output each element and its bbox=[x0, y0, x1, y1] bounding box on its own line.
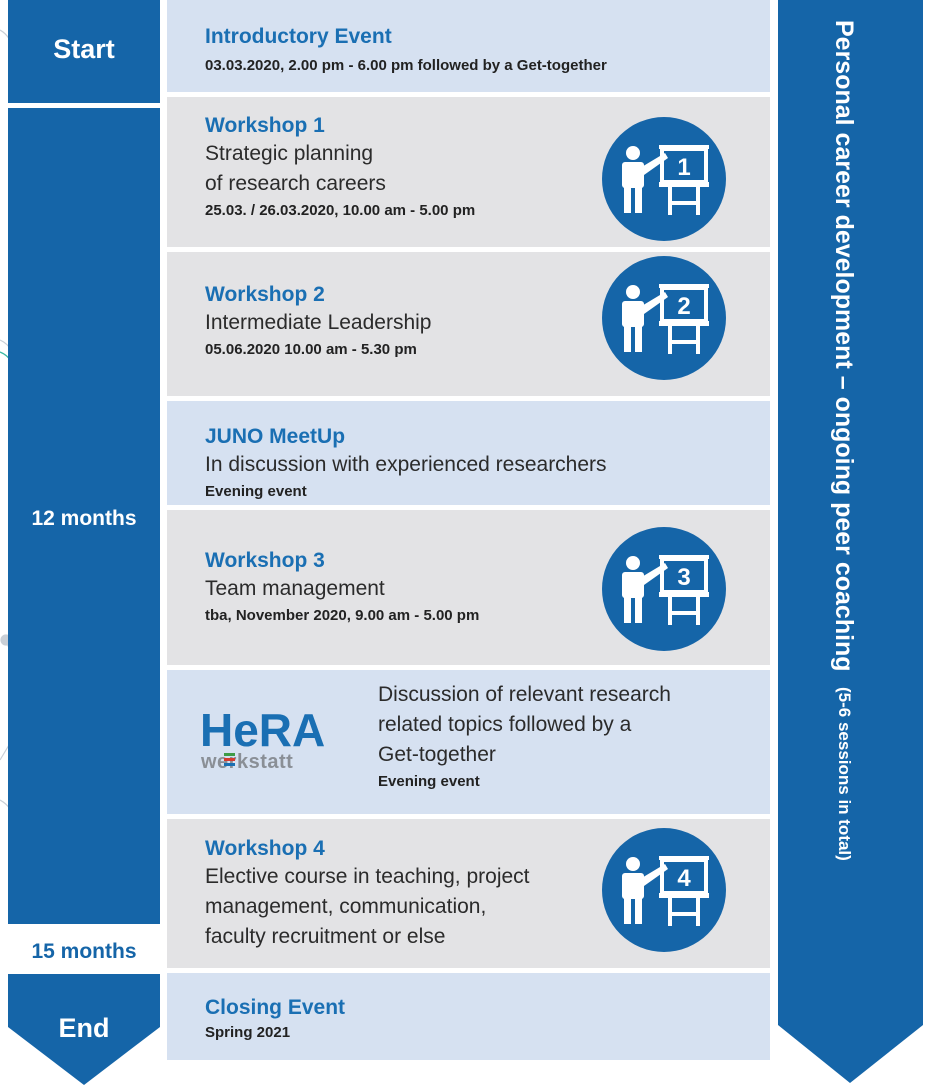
event-date: tba, November 2020, 9.00 am - 5.00 pm bbox=[205, 607, 480, 624]
svg-text:1: 1 bbox=[677, 154, 690, 181]
event-title: Workshop 1 bbox=[205, 114, 325, 137]
event-card-juno-meetup: JUNO MeetUp In discussion with experienc… bbox=[167, 401, 770, 505]
event-date: Evening event bbox=[378, 773, 480, 790]
svg-text:2: 2 bbox=[677, 293, 690, 320]
start-label: Start bbox=[53, 34, 115, 64]
event-description-line: In discussion with experienced researche… bbox=[205, 453, 607, 476]
event-date: 03.03.2020, 2.00 pm - 6.00 pm followed b… bbox=[205, 57, 607, 74]
event-description-line: Intermediate Leadership bbox=[205, 311, 432, 334]
event-description-line: related topics followed by a bbox=[378, 713, 632, 736]
extension-label: 15 months bbox=[31, 940, 137, 963]
event-title: Workshop 3 bbox=[205, 549, 325, 572]
workshop-presenter-icon: 2 bbox=[602, 256, 726, 380]
duration-block bbox=[8, 108, 160, 924]
event-date: 25.03. / 26.03.2020, 10.00 am - 5.00 pm bbox=[205, 202, 476, 219]
event-date: Evening event bbox=[205, 483, 307, 500]
banner-main-text: Personal career development – ongoing pe… bbox=[830, 20, 858, 672]
event-date: 05.06.2020 10.00 am - 5.30 pm bbox=[205, 341, 417, 358]
event-title: Workshop 4 bbox=[205, 837, 325, 860]
event-card-closing: Closing Event Spring 2021 bbox=[167, 973, 770, 1060]
svg-text:3: 3 bbox=[677, 564, 690, 591]
hera-werkstatt-logo: HeRA werkstatt bbox=[200, 706, 325, 772]
peer-coaching-banner bbox=[778, 0, 923, 1083]
workshop-presenter-icon: 1 bbox=[602, 117, 726, 241]
end-label: End bbox=[58, 1013, 110, 1043]
banner-sub-text: (5-6 sessions in total) bbox=[835, 686, 854, 861]
timeline-column bbox=[8, 0, 160, 1085]
svg-text:4: 4 bbox=[677, 865, 691, 892]
event-description-line: of research careers bbox=[205, 172, 386, 195]
event-description-line: Team management bbox=[205, 577, 385, 600]
duration-label: 12 months bbox=[31, 507, 137, 530]
event-date: Spring 2021 bbox=[205, 1024, 291, 1041]
svg-text:werkstatt: werkstatt bbox=[200, 751, 293, 772]
svg-text:HeRA: HeRA bbox=[200, 706, 325, 756]
event-title: Workshop 2 bbox=[205, 283, 325, 306]
start-block bbox=[8, 0, 160, 103]
event-card-hera-werkstatt bbox=[167, 670, 770, 814]
event-description-line: Discussion of relevant research bbox=[378, 683, 671, 706]
event-description-line: Elective course in teaching, project bbox=[205, 865, 530, 888]
end-arrow bbox=[8, 974, 160, 1085]
workshop-presenter-icon: 3 bbox=[602, 527, 726, 651]
peer-coaching-banner-text: Personal career development – ongoing pe… bbox=[809, 20, 879, 1060]
event-title: Introductory Event bbox=[205, 25, 392, 48]
event-description-line: Get-together bbox=[378, 743, 496, 766]
event-title: JUNO MeetUp bbox=[205, 425, 346, 448]
event-description-line: Strategic planning bbox=[205, 142, 374, 165]
event-card-introductory: Introductory Event 03.03.2020, 2.00 pm -… bbox=[167, 0, 770, 92]
event-description-line: management, communication, bbox=[205, 895, 487, 918]
event-description-line: faculty recruitment or else bbox=[205, 925, 446, 948]
event-title: Closing Event bbox=[205, 996, 346, 1019]
hera-description-block: Discussion of relevant research related … bbox=[378, 680, 758, 794]
workshop-presenter-icon: 4 bbox=[602, 828, 726, 952]
